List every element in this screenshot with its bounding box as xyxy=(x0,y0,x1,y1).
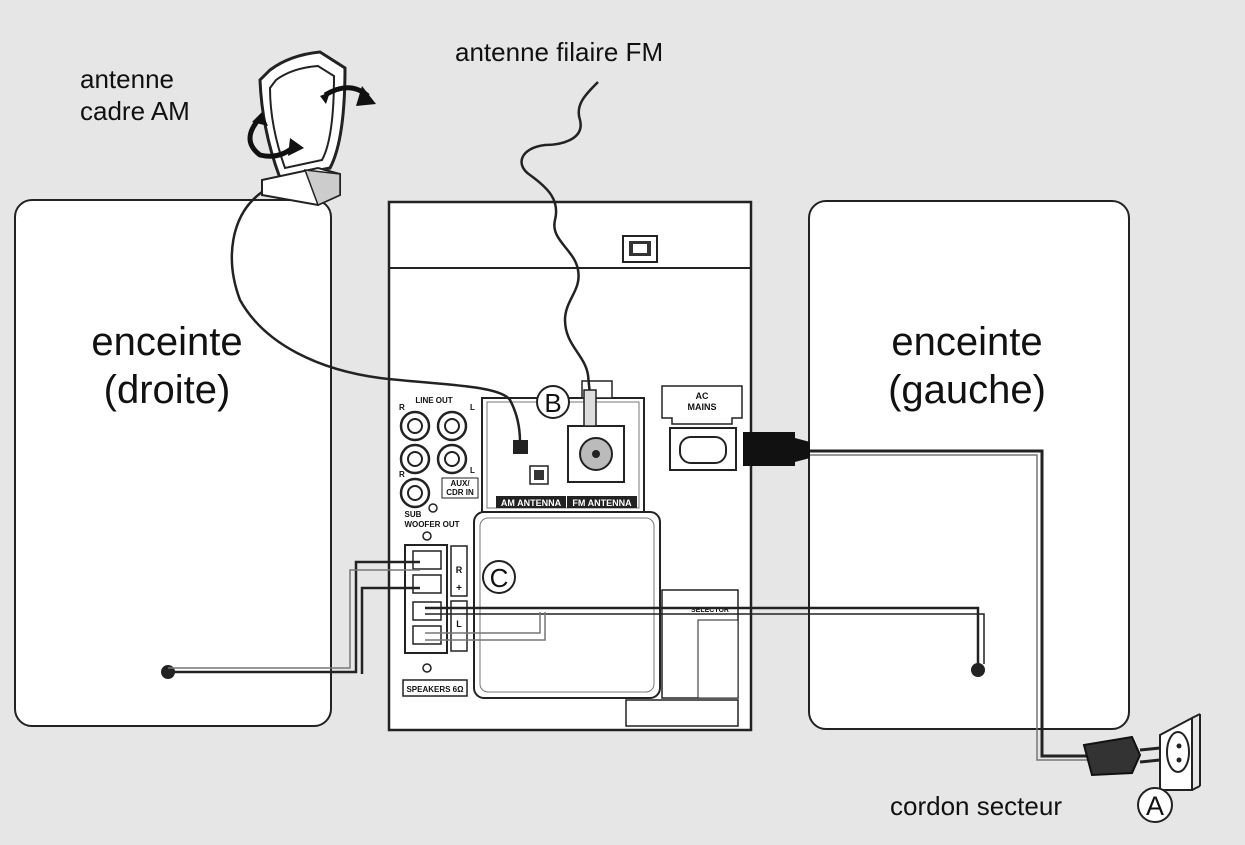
fm-antenna-terminal-label: FM ANTENNA xyxy=(572,498,632,508)
aux-r-label: R xyxy=(399,470,405,479)
marker-a: A xyxy=(1137,787,1173,823)
ac-mains-label-line1: AC xyxy=(696,391,709,401)
line-out-jacks: LINE OUT R L R L AUX/ CDR IN SUB WOOFER … xyxy=(399,396,479,541)
line-out-label: LINE OUT xyxy=(415,396,452,405)
marker-c: C xyxy=(482,560,516,594)
am-loop-antenna-icon xyxy=(247,50,376,207)
aux-label-line1: AUX/ xyxy=(450,479,470,488)
speaker-right-box xyxy=(14,199,332,727)
left-speaker-wire xyxy=(425,606,985,677)
right-speaker-wire xyxy=(161,560,420,679)
selector-label: SELECTOR xyxy=(691,607,729,614)
fm-antenna-label: antenne filaire FM xyxy=(455,37,664,67)
speaker-left-box xyxy=(808,200,1130,730)
marker-a-letter: A xyxy=(1146,791,1164,821)
marker-b-letter: B xyxy=(544,388,561,418)
speaker-r-plus-label: + xyxy=(456,583,462,594)
am-antenna-label-line1: antenne xyxy=(80,64,174,94)
mains-cord xyxy=(743,432,1161,777)
am-cable-plug xyxy=(513,440,528,454)
ac-mains-label-line2: MAINS xyxy=(688,402,717,412)
speaker-right-label-line2: (droite) xyxy=(103,368,231,412)
bottom-foot-right xyxy=(625,699,739,727)
aux-label-line2: CDR IN xyxy=(446,488,474,497)
speaker-right-label: enceinte (droite) xyxy=(17,318,317,414)
line-out-r-label: R xyxy=(399,403,405,412)
ac-mains-block: AC MAINS xyxy=(661,385,743,471)
speaker-left-label: enceinte (gauche) xyxy=(817,318,1117,414)
wall-socket-icon xyxy=(1159,713,1201,791)
speaker-r-label: R xyxy=(456,565,463,575)
speakers-terminal-label: SPEAKERS 6Ω xyxy=(406,685,464,694)
am-antenna-label-line2: cadre AM xyxy=(80,96,190,126)
am-antenna-cable xyxy=(230,190,522,443)
am-antenna-label: antenne cadre AM xyxy=(80,63,190,127)
subwoofer-label-line2: WOOFER OUT xyxy=(404,520,459,529)
am-antenna-terminal-label: AM ANTENNA xyxy=(501,498,562,508)
line-out-l-label: L xyxy=(470,403,475,412)
fm-antenna-plug xyxy=(583,389,597,427)
subwoofer-label-line1: SUB xyxy=(405,510,422,519)
marker-b: B xyxy=(536,385,570,419)
marker-c-letter: C xyxy=(490,563,509,593)
optical-jack xyxy=(622,235,658,263)
fm-antenna-socket xyxy=(567,425,625,483)
speaker-l-label: L xyxy=(456,619,462,629)
mains-cord-label: cordon secteur xyxy=(890,791,1062,821)
speaker-right-label-line1: enceinte xyxy=(91,320,243,364)
fm-antenna-wire xyxy=(520,81,599,396)
lower-compartment xyxy=(473,511,661,699)
aux-l-label: L xyxy=(470,466,475,475)
speaker-left-label-line2: (gauche) xyxy=(888,368,1046,412)
speaker-left-label-line1: enceinte xyxy=(891,320,1043,364)
am-antenna-socket xyxy=(529,465,549,485)
